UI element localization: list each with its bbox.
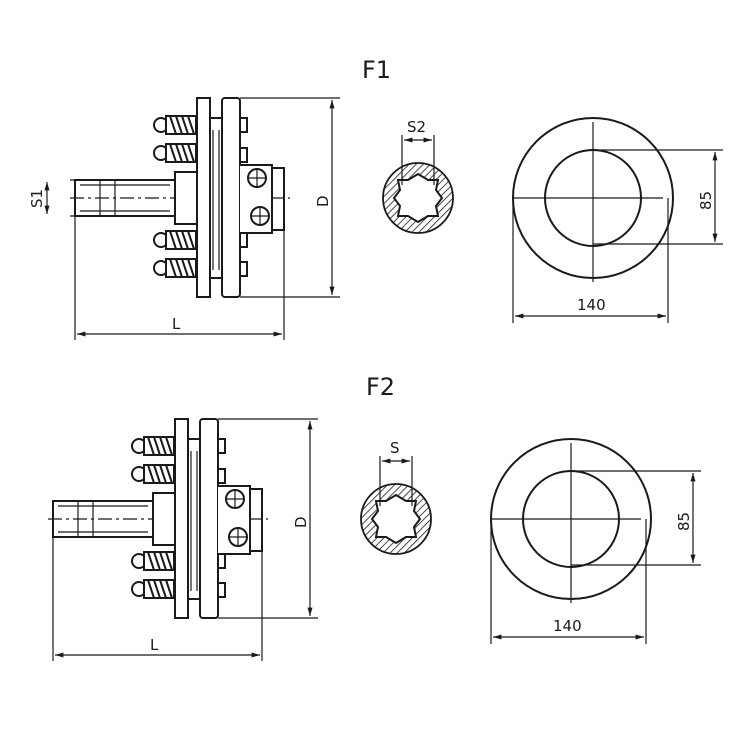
f2-bore-label: S <box>390 439 400 457</box>
f1-length-label: L <box>172 315 181 333</box>
f2-diameter-label: D <box>292 516 310 528</box>
f1-ring-height-label: 85 <box>697 191 715 210</box>
f2-drawing <box>48 419 701 661</box>
f2-ring-height-label: 85 <box>675 512 693 531</box>
f1-ring-width-label: 140 <box>577 296 606 314</box>
f2-length-label: L <box>150 636 159 654</box>
f2-ring-width-label: 140 <box>553 617 582 635</box>
figure-f1: F1 S1 D L S2 140 85 <box>28 56 723 340</box>
f1-bore-label: S2 <box>407 118 426 136</box>
f1-shaft-label: S1 <box>28 189 46 208</box>
f2-title: F2 <box>366 373 395 401</box>
f1-title: F1 <box>362 56 391 84</box>
figure-f2: F2 D L S 140 85 <box>48 373 701 661</box>
f1-diameter-label: D <box>314 195 332 207</box>
f1-drawing <box>70 98 723 340</box>
